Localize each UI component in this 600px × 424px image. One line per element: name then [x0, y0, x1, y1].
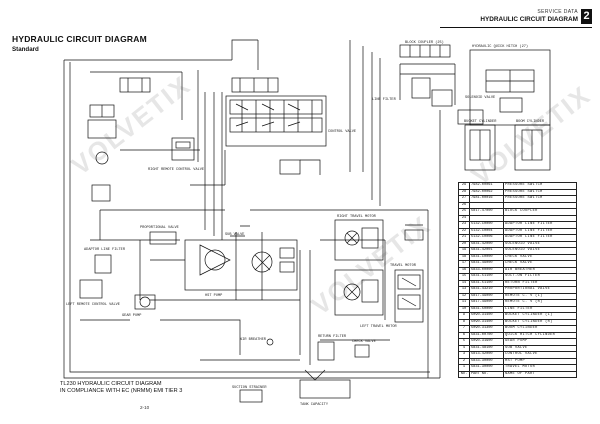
label-return-filter: RETURN FILTER — [318, 335, 347, 339]
label-remote-r: RIGHT REMOTE CONTROL VALVE — [148, 168, 204, 172]
left-travel-motor — [334, 269, 384, 316]
label-check-valve: CHECK VALVE — [352, 340, 376, 344]
label-qh-motor: HYDRAULIC QUICK HITCH (27) — [472, 44, 528, 49]
label-bucket-cyl: BUCKET CYLINDER — [464, 120, 497, 124]
air-breather — [266, 338, 274, 346]
circuit-line — [63, 60, 440, 379]
part-number-index: NO. — [458, 370, 470, 378]
return-filter — [317, 341, 335, 361]
adaptor-line-filter — [94, 254, 112, 274]
part-name: NAME OF PART — [503, 370, 577, 378]
label-boom-cyl: BOOM CYLINDER — [516, 120, 545, 124]
suction-strainer — [239, 389, 263, 403]
check-valve — [354, 344, 370, 358]
header-section-label: SERVICE DATA — [537, 9, 578, 15]
footnote-line-2: IN COMPLIANCE WITH EC (NRMM) EMI TIER 3 — [60, 388, 183, 395]
section-number-badge: 2 — [581, 9, 592, 24]
hydraulic-tank — [299, 379, 351, 399]
label-air-breather: AIR BREATHER — [240, 338, 267, 342]
hst-pump — [204, 249, 226, 271]
bucket-cylinder-r — [514, 124, 551, 171]
label-block-coupler: BLOCK COUPLER (25) — [405, 40, 444, 45]
label-control-valve: CONTROL VALVE — [328, 130, 356, 134]
page-header: SERVICE DATA HYDRAULIC CIRCUIT DIAGRAM 2 — [480, 9, 592, 24]
pressure-switch — [95, 151, 109, 165]
right-travel-motor — [334, 219, 384, 261]
proportional-valve — [149, 231, 177, 245]
label-travel-motor: TRAVEL MOTOR — [390, 264, 417, 268]
block-coupler — [399, 44, 451, 58]
header-rule — [440, 27, 592, 28]
page-title: HYDRAULIC CIRCUIT DIAGRAM — [12, 34, 147, 44]
accumulator — [91, 184, 111, 202]
label-gear-pump: GEAR PUMP — [122, 314, 141, 318]
control-valve-block — [225, 95, 327, 147]
diagram-footnote: TL230 HYDRAULIC CIRCUIT DIAGRAM IN COMPL… — [60, 381, 182, 396]
circuit-line — [231, 39, 258, 60]
label-remote-l: LEFT REMOTE CONTROL VALVE — [66, 303, 120, 307]
bucket-cylinder-l — [464, 124, 496, 171]
circuit-line — [69, 62, 430, 373]
label-left-travel: LEFT TRAVEL MOTOR — [360, 325, 398, 329]
page-subtitle: Standard — [12, 46, 39, 53]
label-hst-pump: HST PUMP — [205, 294, 222, 298]
hst-pump-block — [184, 239, 298, 291]
label-tank: TANK CAPACITY — [300, 403, 329, 407]
gear-pump — [134, 294, 156, 310]
qh-valve-block — [469, 49, 551, 126]
right-remote-valve — [171, 137, 195, 161]
footnote-line-1: TL230 HYDRAULIC CIRCUIT DIAGRAM — [60, 381, 162, 387]
part-code: PART No. — [469, 370, 504, 378]
label-solenoid: SOLENOID VALVE — [465, 96, 495, 100]
label-adaptor-filter: ADAPTOR LINE FILTER — [84, 248, 126, 252]
label-line-filter: LINE FILTER — [372, 98, 397, 102]
label-sub-valve: SUB VALVE — [225, 233, 244, 237]
parts-table-header: NO.PART No.NAME OF PART — [458, 370, 577, 378]
label-suction: SUCTION STRAINER — [232, 386, 267, 390]
label-proportional: PROPORTIONAL VALVE — [140, 226, 179, 230]
header-title: HYDRAULIC CIRCUIT DIAGRAM — [480, 16, 578, 23]
page-number: 2-10 — [140, 405, 150, 410]
pilot-box — [457, 109, 484, 125]
left-remote-valve — [79, 279, 103, 299]
label-right-travel: RIGHT TRAVEL MOTOR — [337, 215, 377, 219]
